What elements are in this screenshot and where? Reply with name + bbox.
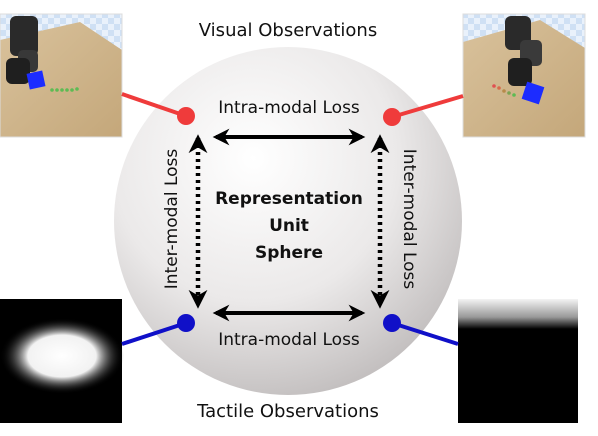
visual-connector-right	[391, 94, 464, 119]
sphere-label-line1: Representation	[215, 189, 363, 209]
visual-embedding-point-left	[177, 107, 195, 125]
sphere-label-line2: Unit	[269, 216, 309, 236]
visual-image-right	[462, 13, 586, 138]
tactile-image-right	[458, 299, 578, 423]
sphere-label-line3: Sphere	[255, 243, 323, 263]
tactile-image-left	[0, 299, 124, 423]
intra-modal-loss-label-top: Intra-modal Loss	[218, 98, 360, 118]
inter-modal-loss-label-right: Inter-modal Loss	[399, 149, 419, 290]
tactile-embedding-point-right	[383, 314, 401, 332]
intra-modal-loss-label-bottom: Intra-modal Loss	[218, 330, 360, 350]
inter-modal-loss-label-left: Inter-modal Loss	[162, 149, 182, 290]
visual-observations-title: Visual Observations	[199, 20, 377, 41]
tactile-embedding-point-left	[177, 314, 195, 332]
visual-embedding-point-right	[383, 108, 401, 126]
visual-connector-left	[121, 92, 187, 118]
tactile-connector-right	[391, 321, 459, 346]
visual-image-left	[0, 13, 123, 138]
tactile-connector-left	[121, 321, 187, 346]
tactile-observations-title: Tactile Observations	[196, 401, 379, 422]
